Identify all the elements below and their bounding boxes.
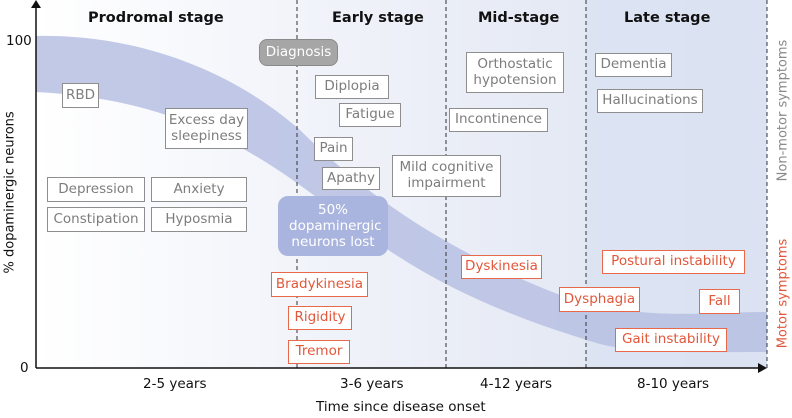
symptom-pain: Pain: [314, 137, 353, 161]
duration-early: 3-6 years: [340, 376, 404, 392]
symptom-tremor: Tremor: [288, 340, 350, 364]
symptom-fall: Fall: [699, 289, 740, 314]
symptom-dysphagia: Dysphagia: [559, 287, 640, 312]
symptom-constipation: Constipation: [47, 207, 145, 232]
symptom-hallucinations: Hallucinations: [597, 89, 703, 113]
symptom-dementia: Dementia: [595, 53, 672, 77]
symptom-diplopia: Diplopia: [315, 75, 389, 99]
symptom-incontinence: Incontinence: [449, 108, 548, 132]
duration-late: 8-10 years: [637, 376, 710, 392]
stage-title-mid: Mid-stage: [478, 10, 560, 26]
symptom-excess-day-sleepiness: Excess day sleepiness: [165, 108, 248, 149]
duration-mid: 4-12 years: [480, 376, 553, 392]
y-tick-0: 0: [20, 360, 29, 376]
symptom-apathy: Apathy: [322, 167, 380, 190]
diagnosis-badge: Diagnosis: [259, 39, 338, 66]
non-motor-side-label: Non-motor symptoms: [775, 39, 791, 182]
symptom-fatigue: Fatigue: [339, 103, 401, 127]
y-axis-label: % dopaminergic neurons: [2, 111, 18, 274]
y-tick-100: 100: [6, 33, 32, 49]
y-axis-arrow: [31, 0, 41, 8]
symptom-hyposmia: Hyposmia: [151, 207, 247, 232]
symptom-bradykinesia: Bradykinesia: [271, 272, 368, 297]
symptom-rigidity: Rigidity: [288, 306, 352, 330]
stage-title-prodromal: Prodromal stage: [88, 10, 224, 26]
symptom-postural-instability: Postural instability: [602, 250, 745, 274]
symptom-anxiety: Anxiety: [151, 177, 247, 202]
symptom-gait-instability: Gait instability: [615, 328, 727, 352]
stage-title-early: Early stage: [332, 10, 424, 26]
symptom-dyskinesia: Dyskinesia: [461, 255, 542, 279]
x-axis-label: Time since disease onset: [316, 399, 486, 415]
symptom-orthostatic-hypotension: Orthostatic hypotension: [466, 52, 564, 93]
symptom-depression: Depression: [47, 177, 145, 202]
stage-title-late: Late stage: [624, 10, 711, 26]
symptom-mild-cognitive-impairment: Mild cognitive impairment: [392, 155, 501, 197]
milestone-50-percent: 50% dopaminergic neurons lost: [278, 196, 388, 256]
x-axis-arrow: [758, 363, 767, 373]
symptom-rbd: RBD: [62, 83, 99, 108]
motor-side-label: Motor symptoms: [775, 238, 791, 349]
duration-prodromal: 2-5 years: [143, 376, 207, 392]
